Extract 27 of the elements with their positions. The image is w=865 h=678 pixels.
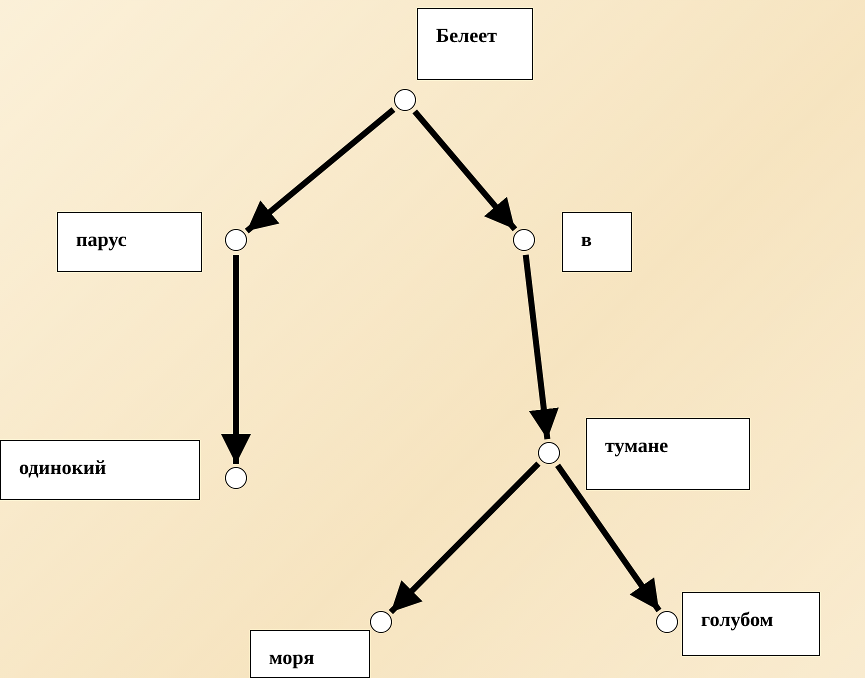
word-box [586,418,750,490]
word-label: Белеет [436,25,497,48]
arrow [522,254,559,440]
arrow [221,255,251,464]
arrow [412,109,518,232]
word-box [0,440,200,500]
node-circle [394,89,416,111]
word-box [682,592,820,656]
word-label: одинокий [19,457,106,480]
node-circle [225,467,247,489]
word-label: тумане [605,435,668,458]
word-box [562,212,632,272]
word-label: в [581,229,592,252]
arrow [555,464,662,612]
node-circle [225,229,247,251]
node-circle [513,229,535,251]
word-label: парус [76,229,127,252]
node-circle [656,611,678,633]
arrow [388,462,541,614]
node-circle [370,611,392,633]
word-label: моря [269,647,314,670]
arrow [244,107,396,234]
word-label: голубом [701,609,774,632]
word-box [57,212,202,272]
word-box [250,630,370,678]
node-circle [538,442,560,464]
word-box [417,8,533,80]
